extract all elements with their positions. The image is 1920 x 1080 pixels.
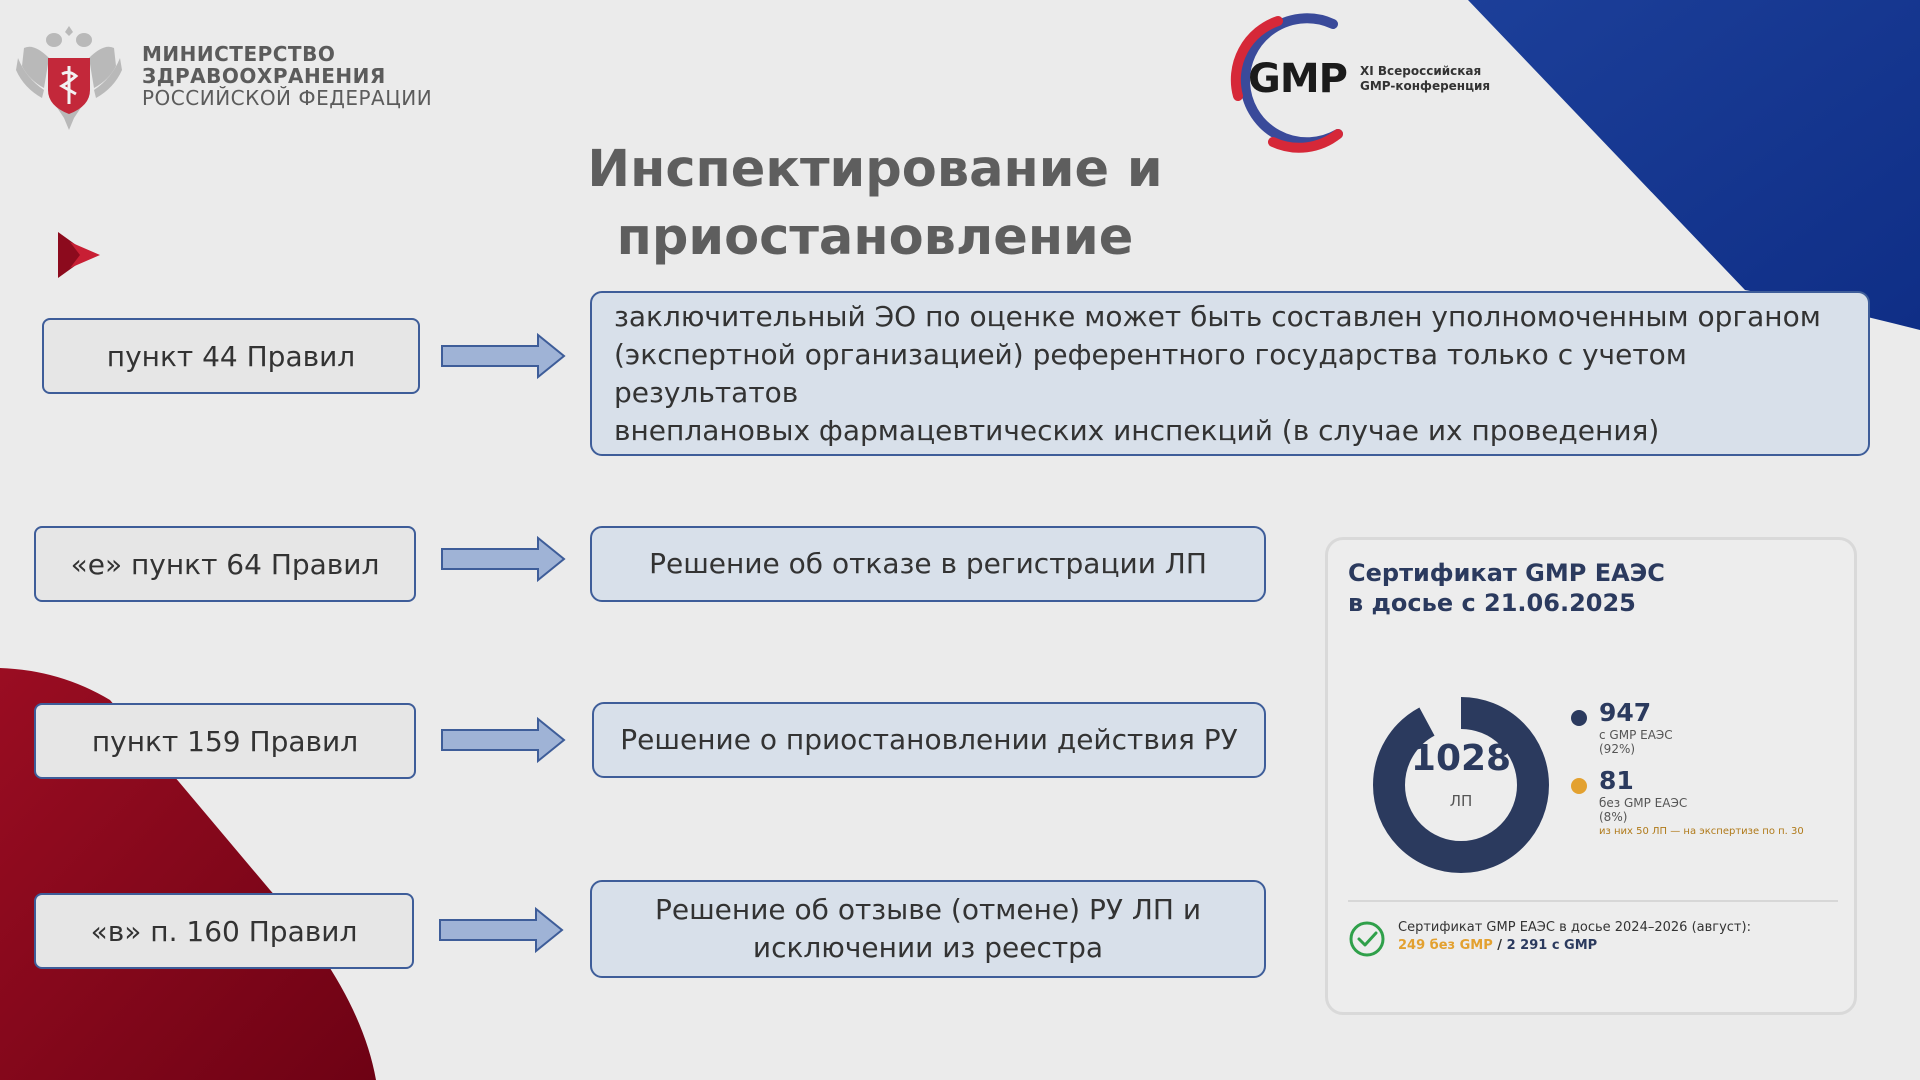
legend-value-without-gmp: 81 xyxy=(1599,766,1634,795)
result-box-1: заключительный ЭО по оценке может быть с… xyxy=(590,291,1870,456)
ministry-header: МИНИСТЕРСТВО ЗДРАВООХРАНЕНИЯ РОССИЙСКОЙ … xyxy=(14,18,432,133)
result-4-line1: Решение об отзыве (отмене) РУ ЛП и xyxy=(654,893,1202,926)
check-circle-icon xyxy=(1349,921,1385,957)
legend-label-with-gmp: с GMP ЕАЭС (92%) xyxy=(1599,728,1673,756)
donut-total-unit: ЛП xyxy=(1449,792,1473,810)
result-1-line2: (экспертной организацией) референтного г… xyxy=(614,337,1687,409)
gmp-subtitle: XI Всероссийская GMP-конференция xyxy=(1360,64,1490,94)
ministry-line1: МИНИСТЕРСТВО xyxy=(142,41,336,66)
rule-box-3: пункт 159 Правил xyxy=(34,703,416,779)
legend-pct-without-gmp: (8%) xyxy=(1599,810,1628,824)
donut-total-value: 1028 xyxy=(1410,738,1512,779)
certificate-card: Сертификат GMP ЕАЭС в досье с 21.06.2025… xyxy=(1325,537,1857,1015)
result-4-line2: исключении из реестра xyxy=(752,931,1104,964)
legend-value-with-gmp: 947 xyxy=(1599,698,1652,727)
legend-note-without-gmp: из них 50 ЛП — на экспертизе по п. 30 xyxy=(1599,826,1804,837)
gmp-subtitle-line1: XI Всероссийская xyxy=(1360,64,1482,78)
rule-label-1: пункт 44 Правил xyxy=(106,339,356,373)
card-title-line1: Сертификат GMP ЕАЭС xyxy=(1348,559,1665,587)
result-box-4: Решение об отзыве (отмене) РУ ЛП и исклю… xyxy=(590,880,1266,978)
blue-corner-shape xyxy=(1468,0,1920,330)
result-box-2: Решение об отказе в регистрации ЛП xyxy=(590,526,1266,602)
double-chevron-icon xyxy=(58,232,100,278)
card-title: Сертификат GMP ЕАЭС в досье с 21.06.2025 xyxy=(1348,558,1808,618)
gmp-word: GMP xyxy=(1248,56,1348,102)
rule-label-3: пункт 159 Правил xyxy=(91,724,359,758)
legend-pct-with-gmp: (92%) xyxy=(1599,742,1636,756)
rule-box-4: «в» п. 160 Правил xyxy=(34,893,414,969)
coat-of-arms-icon xyxy=(16,26,122,130)
rule-box-1: пункт 44 Правил xyxy=(42,318,420,394)
legend-dot-with-gmp xyxy=(1571,710,1587,726)
rule-label-4: «в» п. 160 Правил xyxy=(90,914,358,948)
footer-line1: Сертификат GMP ЕАЭС в досье 2024–2026 (а… xyxy=(1398,920,1751,935)
arrow-icon-1 xyxy=(441,332,566,380)
legend-label-without-gmp-text: без GMP ЕАЭС xyxy=(1599,796,1688,810)
legend-dot-without-gmp xyxy=(1571,778,1587,794)
rule-box-2: «е» пункт 64 Правил xyxy=(34,526,416,602)
footer-line2: 249 без GMP / 2 291 с GMP xyxy=(1398,938,1597,953)
result-1-line3: внеплановых фармацевтических инспекций (… xyxy=(614,413,1660,447)
gmp-conference-logo: GMP XI Всероссийская GMP-конференция xyxy=(1218,6,1498,156)
donut-slice-with-gmp xyxy=(1373,697,1549,873)
gmp-ring-icon xyxy=(1230,13,1343,153)
result-1-line1: заключительный ЭО по оценке может быть с… xyxy=(614,299,1821,333)
donut-center: 1028 ЛП xyxy=(1366,690,1556,880)
card-divider xyxy=(1348,900,1838,902)
footer-with-gmp: 2 291 с GMP xyxy=(1506,938,1598,953)
arrow-icon-4 xyxy=(439,906,564,954)
result-3-text: Решение о приостановлении действия РУ xyxy=(620,723,1238,756)
result-2-text: Решение об отказе в регистрации ЛП xyxy=(649,547,1207,580)
footer-without-gmp: 249 без GMP xyxy=(1398,938,1493,953)
arrow-icon-3 xyxy=(441,716,566,764)
ministry-line2: ЗДРАВООХРАНЕНИЯ xyxy=(142,63,386,88)
legend-label-with-gmp-text: с GMP ЕАЭС xyxy=(1599,728,1673,742)
arrow-icon-2 xyxy=(441,535,566,583)
footer-separator: / xyxy=(1492,938,1507,953)
result-box-3: Решение о приостановлении действия РУ xyxy=(592,702,1266,778)
gmp-subtitle-line2: GMP-конференция xyxy=(1360,79,1491,93)
legend-label-without-gmp: без GMP ЕАЭС (8%) xyxy=(1599,796,1687,824)
ministry-line3: РОССИЙСКОЙ ФЕДЕРАЦИИ xyxy=(142,85,433,110)
card-title-line2: в досье с 21.06.2025 xyxy=(1348,589,1636,617)
donut-chart xyxy=(1373,697,1549,873)
rule-label-2: «е» пункт 64 Правил xyxy=(70,547,380,581)
title-line1: Инспектирование и приостановление xyxy=(587,140,1163,267)
